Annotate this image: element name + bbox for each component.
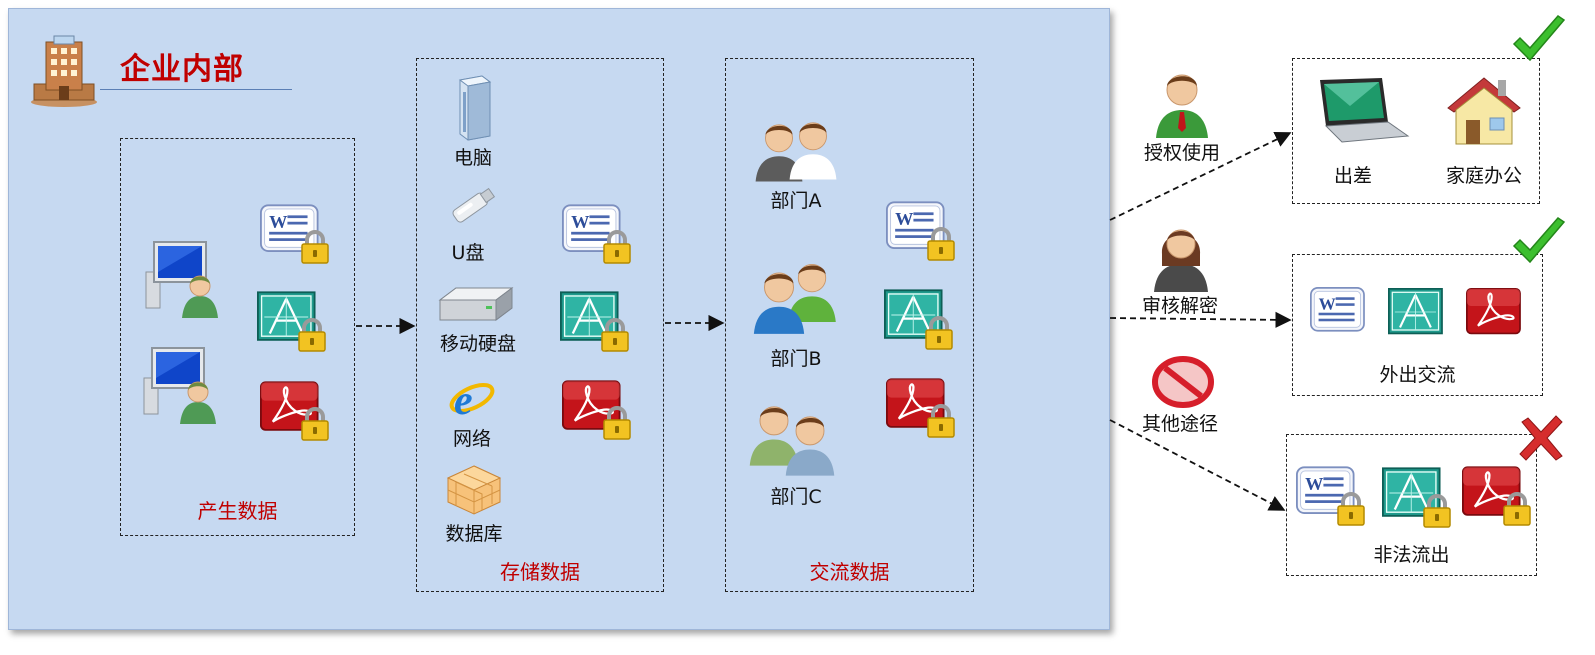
usb-drive-icon [452, 187, 496, 223]
storage-item-label: 数据库 [445, 523, 503, 545]
auditor-icon [1154, 229, 1208, 292]
decrypt-destination-box [1292, 254, 1543, 396]
svg-text:e: e [454, 378, 473, 424]
storage-item-label: 网络 [452, 428, 491, 450]
computer-tower-icon [458, 75, 492, 141]
blocked-destination-box [1286, 434, 1537, 576]
page-title: 企业内部 [120, 52, 244, 87]
storage-item-label: 电脑 [453, 147, 492, 169]
database-icon [446, 465, 502, 515]
generate-data-label: 产生数据 [197, 499, 278, 523]
path-label-other: 其他途径 [1141, 413, 1218, 435]
storage-data-label: 存储数据 [500, 560, 580, 584]
authorized-user-icon [1155, 74, 1209, 138]
prohibited-icon [1152, 356, 1214, 408]
check-icon [1512, 217, 1566, 264]
laptop-icon [1320, 78, 1410, 143]
pdf-doc-icon [1466, 287, 1522, 335]
cad-doc-icon [1388, 287, 1444, 335]
exchange-data-label: 交流数据 [809, 560, 890, 584]
cad-lock-icon [1382, 467, 1452, 528]
storage-item-label: U盘 [451, 242, 485, 264]
cross-icon [1519, 415, 1563, 461]
department-label: 部门B [770, 348, 822, 370]
external-hdd-icon [438, 287, 514, 321]
arrow-other [1109, 419, 1286, 511]
building-icon [31, 35, 97, 107]
word-lock-icon [1296, 466, 1366, 526]
generate-data-box [120, 138, 355, 536]
title-underline [100, 89, 292, 90]
department-label: 部门C [770, 486, 822, 508]
network-ie-icon: e [449, 378, 495, 424]
pdf-lock-icon [1462, 466, 1532, 526]
check-icon [1512, 15, 1566, 62]
destination-label: 出差 [1333, 165, 1372, 187]
word-doc-icon [1310, 286, 1365, 332]
storage-item-label: 移动硬盘 [439, 333, 516, 355]
path-label-decrypt: 审核解密 [1141, 295, 1218, 317]
department-label: 部门A [770, 190, 822, 212]
arrow-authorized [1109, 132, 1292, 221]
destination-label: 非法流出 [1373, 544, 1450, 566]
destination-label: 家庭办公 [1445, 165, 1522, 187]
path-label-authorized: 授权使用 [1143, 142, 1220, 164]
arrow-decrypt [1109, 311, 1292, 328]
destination-label: 外出交流 [1379, 364, 1456, 386]
exchange-data-box [725, 58, 974, 592]
authorized-destination-box [1292, 58, 1540, 204]
home-office-icon [1447, 77, 1521, 145]
storage-data-box [416, 58, 664, 592]
